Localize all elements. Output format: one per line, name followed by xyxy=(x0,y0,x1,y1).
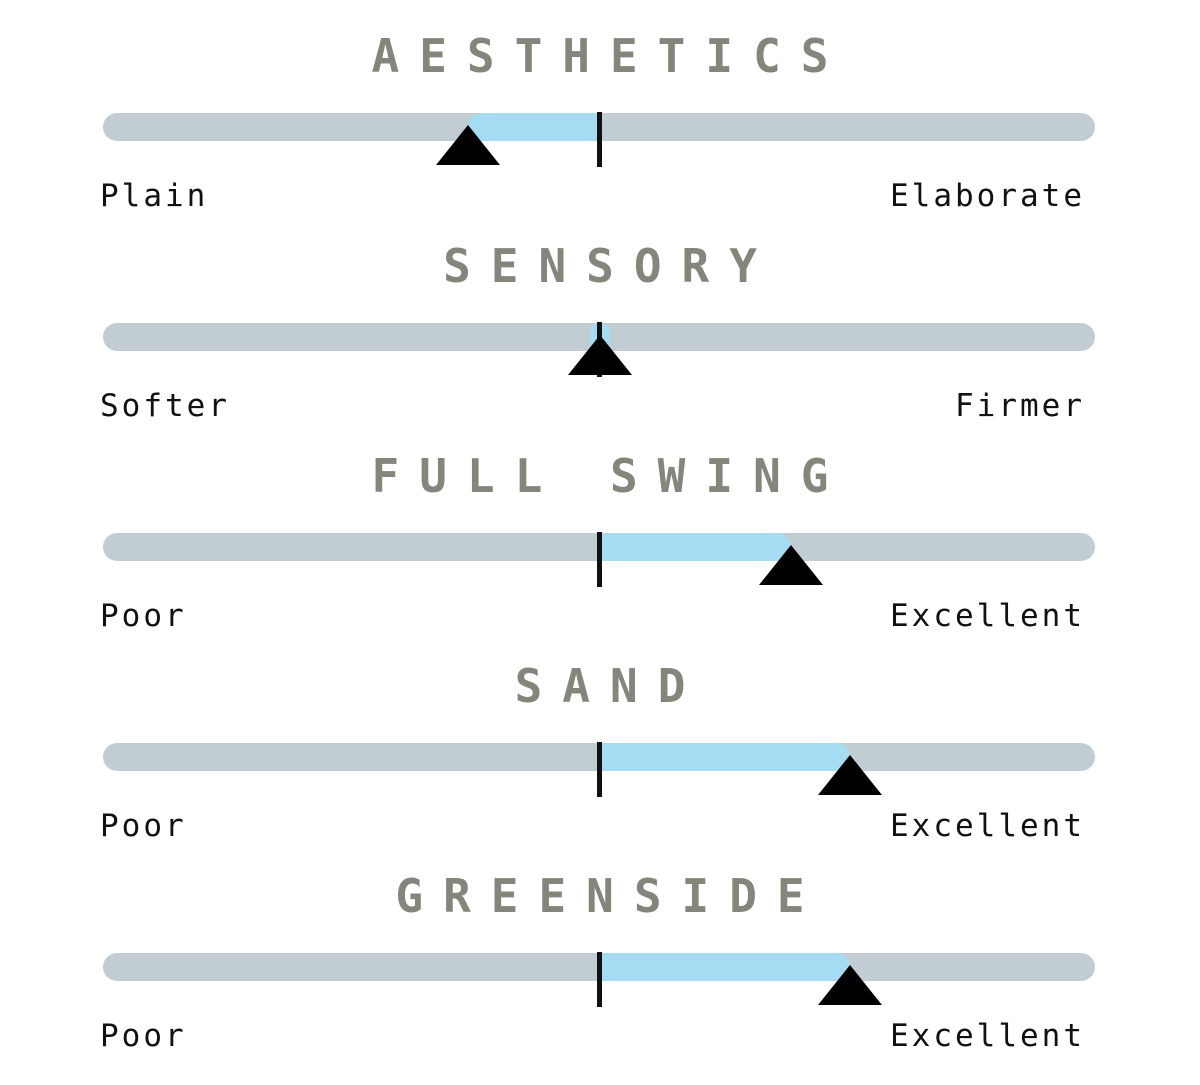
center-line xyxy=(597,112,602,167)
left-label: Softer xyxy=(100,388,230,424)
right-label: Excellent xyxy=(890,808,1085,844)
slider-marker-icon xyxy=(817,965,882,1005)
right-label: Excellent xyxy=(890,598,1085,634)
slider-fill xyxy=(600,743,850,771)
slider-marker-icon xyxy=(817,755,882,795)
center-line xyxy=(597,742,602,797)
center-line xyxy=(597,532,602,587)
slider-title: SAND xyxy=(514,659,706,713)
slider-marker-icon xyxy=(568,335,632,375)
left-label: Poor xyxy=(100,598,187,634)
slider-title: SENSORY xyxy=(443,239,777,293)
slider-aesthetics: AESTHETICS Plain Elaborate xyxy=(0,0,1200,214)
right-label: Firmer xyxy=(955,388,1085,424)
left-label: Poor xyxy=(100,1018,187,1054)
slider-greenside: GREENSIDE Poor Excellent xyxy=(0,840,1200,1054)
slider-title: AESTHETICS xyxy=(371,29,849,83)
slider-marker-icon xyxy=(759,545,824,585)
slider-full-swing: FULL SWING Poor Excellent xyxy=(0,420,1200,634)
right-label: Elaborate xyxy=(890,178,1085,214)
center-line xyxy=(597,952,602,1007)
slider-title: GREENSIDE xyxy=(395,869,825,923)
slider-marker-icon xyxy=(435,125,500,165)
right-label: Excellent xyxy=(890,1018,1085,1054)
slider-title: FULL SWING xyxy=(371,449,849,503)
slider-fill xyxy=(600,953,850,981)
left-label: Plain xyxy=(100,178,209,214)
slider-sensory: SENSORY Softer Firmer xyxy=(0,210,1200,424)
left-label: Poor xyxy=(100,808,187,844)
slider-sand: SAND Poor Excellent xyxy=(0,630,1200,844)
